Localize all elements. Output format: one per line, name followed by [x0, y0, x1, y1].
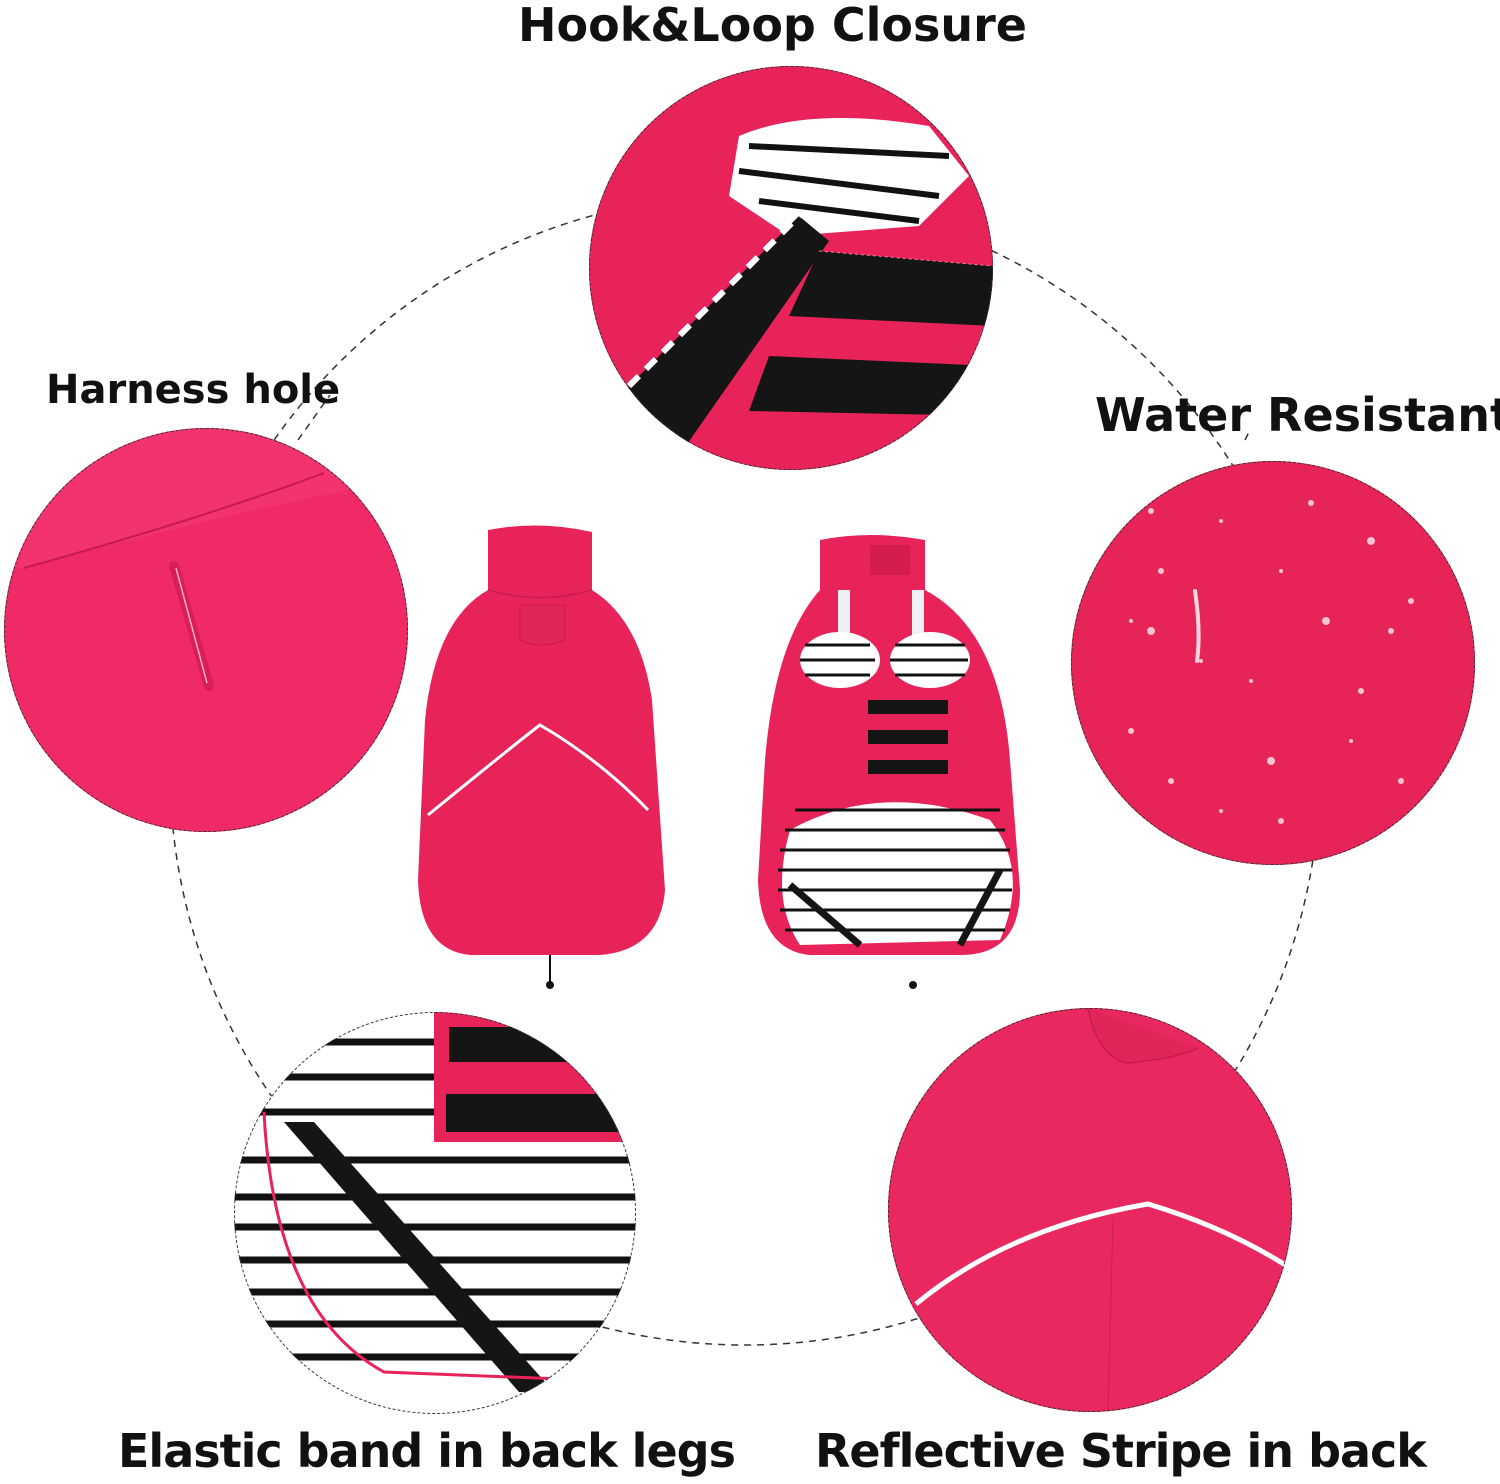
feature-label-elastic-band: Elastic band in back legs [118, 1424, 736, 1478]
feature-label-water-resistant: Water Resistant [1095, 388, 1500, 442]
closeup-elastic-band [234, 1012, 636, 1414]
closeup-hook-loop [589, 66, 993, 470]
closeup-reflective-stripe [888, 1008, 1292, 1412]
closeup-water-resistant [1071, 461, 1475, 865]
feature-label-reflective-stripe: Reflective Stripe in back [815, 1424, 1427, 1478]
closeup-harness-hole [4, 428, 408, 832]
feature-label-harness-hole: Harness hole [46, 367, 341, 413]
feature-label-hook-loop: Hook&Loop Closure [518, 0, 1028, 52]
